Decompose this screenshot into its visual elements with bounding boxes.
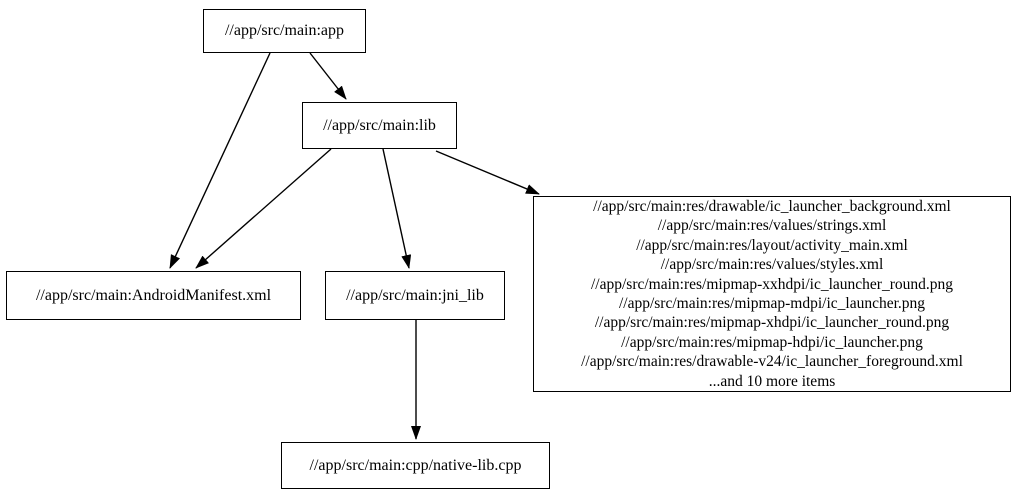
node-native-lib-cpp: //app/src/main:cpp/native-lib.cpp <box>281 442 550 489</box>
edge-lib-to-jni-lib <box>382 148 412 269</box>
res-file-line: //app/src/main:res/drawable-v24/ic_launc… <box>581 353 963 371</box>
res-file-line: //app/src/main:res/values/strings.xml <box>657 217 887 235</box>
node-lib-label: //app/src/main:lib <box>323 116 436 134</box>
node-res-files: //app/src/main:res/drawable/ic_launcher_… <box>533 196 1011 392</box>
res-file-line: //app/src/main:res/values/styles.xml <box>660 256 884 274</box>
node-app: //app/src/main:app <box>203 9 366 53</box>
res-file-line: //app/src/main:res/mipmap-hdpi/ic_launch… <box>621 333 923 351</box>
res-file-line: //app/src/main:res/mipmap-xxhdpi/ic_laun… <box>590 275 953 293</box>
res-file-line: //app/src/main:res/drawable/ic_launcher_… <box>593 197 951 215</box>
node-jni-lib: //app/src/main:jni_lib <box>325 271 505 320</box>
res-more-items-line: ...and 10 more items <box>708 372 836 390</box>
res-file-line: //app/src/main:res/mipmap-xhdpi/ic_launc… <box>594 314 950 332</box>
node-jni-lib-label: //app/src/main:jni_lib <box>346 286 484 304</box>
res-file-line: //app/src/main:res/layout/activity_main.… <box>636 236 908 254</box>
edge-lib-to-android-manifest <box>195 148 332 269</box>
node-android-manifest: //app/src/main:AndroidManifest.xml <box>6 271 301 320</box>
edge-lib-to-res-files <box>435 150 540 195</box>
edge-app-to-android-manifest <box>169 52 271 269</box>
node-android-manifest-label: //app/src/main:AndroidManifest.xml <box>35 286 272 304</box>
node-native-lib-cpp-label: //app/src/main:cpp/native-lib.cpp <box>309 456 522 474</box>
res-file-line: //app/src/main:res/mipmap-mdpi/ic_launch… <box>618 295 926 312</box>
node-lib: //app/src/main:lib <box>302 102 457 149</box>
edge-app-to-lib <box>309 52 347 100</box>
node-app-label: //app/src/main:app <box>224 22 345 39</box>
